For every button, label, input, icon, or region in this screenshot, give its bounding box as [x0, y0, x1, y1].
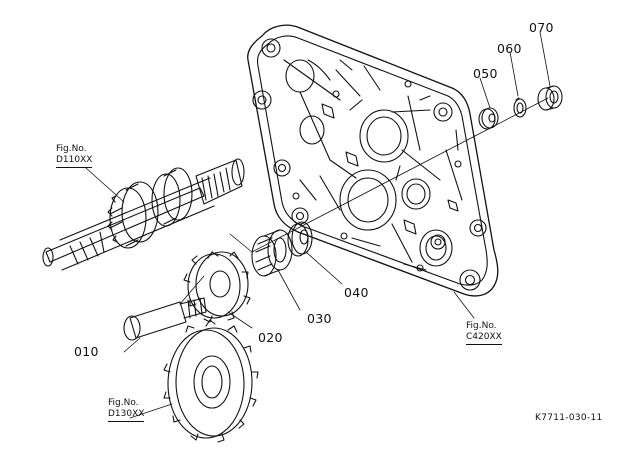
fig-ref-c420-line1: Fig.No.: [466, 321, 497, 331]
drive-shaft: [43, 159, 244, 270]
fig-ref-d110: Fig.No. D110XX: [56, 144, 93, 168]
callout-010: 010: [74, 344, 99, 359]
fig-ref-d110-line2: D110XX: [56, 155, 93, 168]
washer-040: [288, 222, 312, 256]
collar-070: [538, 86, 562, 110]
fig-ref-c420-line2: C420XX: [466, 332, 502, 345]
fig-ref-d130-line2: D130XX: [108, 409, 145, 422]
callout-020: 020: [258, 330, 283, 345]
shaft-010: [124, 298, 206, 340]
fig-ref-d130: Fig.No. D130XX: [108, 398, 145, 422]
large-gear-d130: [164, 320, 258, 442]
snap-ring-060: [514, 98, 526, 117]
leader-lines: [86, 32, 550, 418]
callout-060: 060: [497, 41, 522, 56]
drawing-code: K7711-030-11: [535, 413, 603, 423]
fig-ref-d130-line1: Fig.No.: [108, 398, 139, 408]
fig-ref-c420: Fig.No. C420XX: [466, 321, 502, 345]
callout-050: 050: [473, 66, 498, 81]
needle-bearing-030: [252, 230, 292, 276]
fig-ref-d110-line1: Fig.No.: [56, 144, 87, 154]
gear-020: [184, 252, 250, 322]
assembly-axis: [180, 98, 548, 304]
callout-030: 030: [307, 311, 332, 326]
callout-070: 070: [529, 20, 554, 35]
callout-040: 040: [344, 285, 369, 300]
